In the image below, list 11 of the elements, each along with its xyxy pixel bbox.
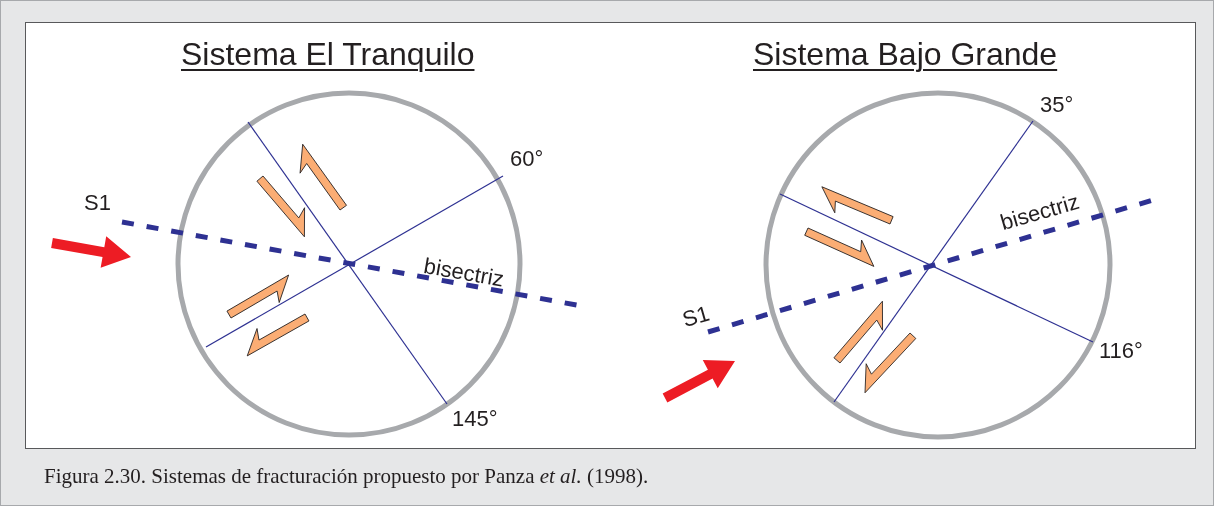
angle-label: 116° [1099, 340, 1143, 362]
angle-label: 60° [510, 148, 544, 170]
figure-caption: Figura 2.30. Sistemas de fracturación propuesto por Panza et al. (1998). [44, 464, 649, 489]
line-label: bisectriz [998, 190, 1082, 235]
stress-label: S1 [84, 192, 111, 214]
system-title: Sistema Bajo Grande [753, 38, 1058, 70]
system-title: Sistema El Tranquilo [181, 38, 475, 70]
angle-label: 35° [1040, 94, 1074, 116]
line-label: bisectriz [422, 255, 506, 291]
angle-label: 145° [452, 408, 498, 430]
stress-label: S1 [680, 302, 712, 332]
